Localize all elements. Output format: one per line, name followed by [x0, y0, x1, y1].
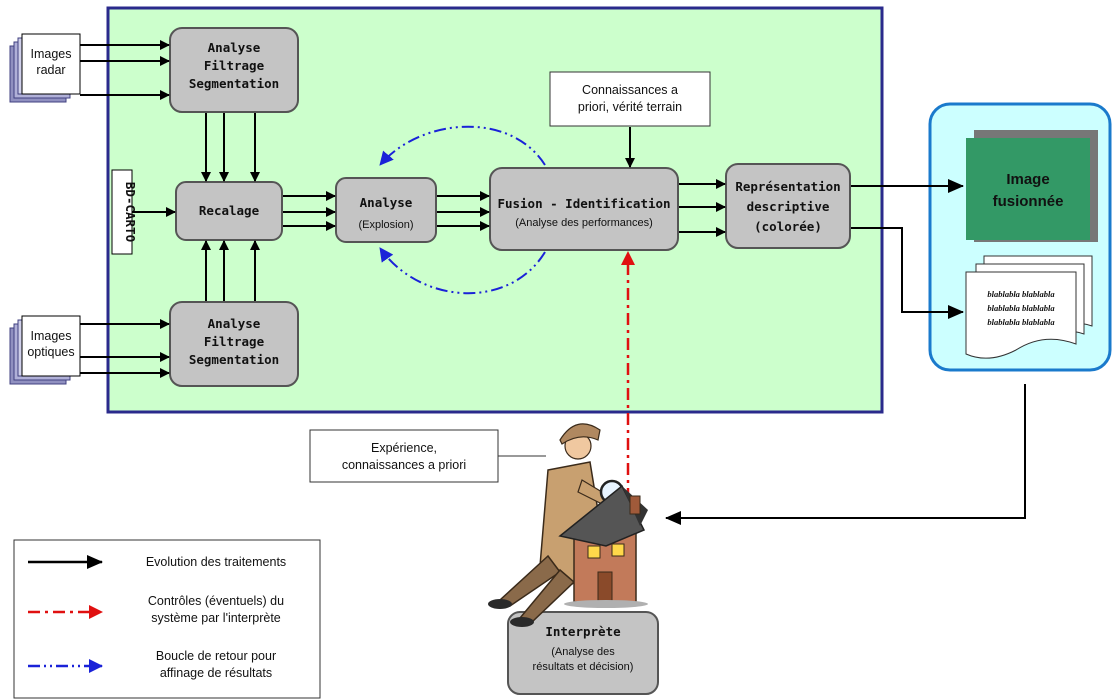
interprete-box: Interprète (Analyse des résultats et déc…: [507, 611, 659, 695]
doc-line-3: blablabla blablabla: [987, 317, 1055, 327]
representation-line1: Représentation: [735, 179, 840, 194]
legend-item-controles: Contrôles (éventuels) du système par l'i…: [28, 594, 284, 625]
legend-item-boucle: Boucle de retour pour affinage de résult…: [28, 649, 276, 680]
recalage-label: Recalage: [199, 203, 260, 218]
experience-line2: connaissances a priori: [342, 458, 466, 472]
optical-images-stack: Images optiques: [9, 315, 81, 385]
optical-label-2: optiques: [27, 345, 74, 359]
legend-controles-text-1: Contrôles (éventuels) du: [148, 594, 284, 608]
fused-image-line2: fusionnée: [993, 193, 1064, 210]
representation-line3: (colorée): [754, 219, 822, 234]
legend-evolution-text: Evolution des traitements: [146, 555, 286, 569]
legend-boucle-text-2: affinage de résultats: [160, 666, 272, 680]
analyse-explosion-box: Analyse (Explosion): [335, 177, 437, 243]
representation-box: Représentation descriptive (colorée): [725, 163, 851, 249]
recalage-box: Recalage: [175, 181, 283, 241]
analyse-optique-line3: Segmentation: [189, 352, 279, 367]
legend-item-evolution: Evolution des traitements: [28, 555, 286, 569]
radar-label-1: Images: [31, 47, 72, 61]
bd-carto-label: BD-CARTO: [123, 182, 138, 242]
fusion-line1: Fusion - Identification: [497, 196, 670, 211]
interprete-line3: résultats et décision): [533, 661, 634, 673]
text-document: blablabla blablabla blablabla blablabla …: [965, 255, 1093, 359]
connaissances-line2: priori, vérité terrain: [578, 100, 682, 114]
fused-image-line1: Image: [1006, 171, 1049, 188]
representation-line2: descriptive: [747, 199, 830, 214]
legend-controles-text-2: système par l'interprète: [151, 611, 281, 625]
flow-arrows: [80, 40, 1026, 525]
fusion-box: Fusion - Identification (Analyse des per…: [489, 167, 679, 251]
radar-label-2: radar: [36, 63, 65, 77]
analyse-optique-box: Analyse Filtrage Segmentation: [169, 301, 299, 387]
legend-boucle-text-1: Boucle de retour pour: [156, 649, 276, 663]
analyse-radar-line3: Segmentation: [189, 76, 279, 91]
feedback-loop: [379, 125, 546, 295]
analyse-explosion-line2: (Explosion): [358, 219, 413, 231]
analyse-optique-line2: Filtrage: [204, 334, 265, 349]
experience-line1: Expérience,: [371, 441, 437, 455]
interprete-line2: (Analyse des: [551, 646, 615, 658]
analyse-explosion-line1: Analyse: [360, 195, 413, 210]
analyse-radar-line1: Analyse: [208, 40, 261, 55]
interprete-line1: Interprète: [545, 624, 621, 639]
experience-callout: Expérience, connaissances a priori: [309, 429, 499, 483]
connaissances-line1: Connaissances a: [582, 83, 678, 97]
analyse-radar-box: Analyse Filtrage Segmentation: [169, 27, 299, 113]
radar-images-stack: Images radar: [9, 33, 81, 103]
doc-line-2: blablabla blablabla: [987, 303, 1055, 313]
fusion-line2: (Analyse des performances): [515, 217, 653, 229]
analyse-radar-line2: Filtrage: [204, 58, 265, 73]
fused-image: Image fusionnée: [966, 130, 1098, 242]
doc-line-1: blablabla blablabla: [987, 289, 1055, 299]
legend-box: [13, 539, 321, 699]
interpreter-illustration: [488, 423, 648, 627]
connaissances-callout: Connaissances a priori, vérité terrain: [549, 71, 711, 127]
optical-label-1: Images: [31, 329, 72, 343]
analyse-optique-line1: Analyse: [208, 316, 261, 331]
